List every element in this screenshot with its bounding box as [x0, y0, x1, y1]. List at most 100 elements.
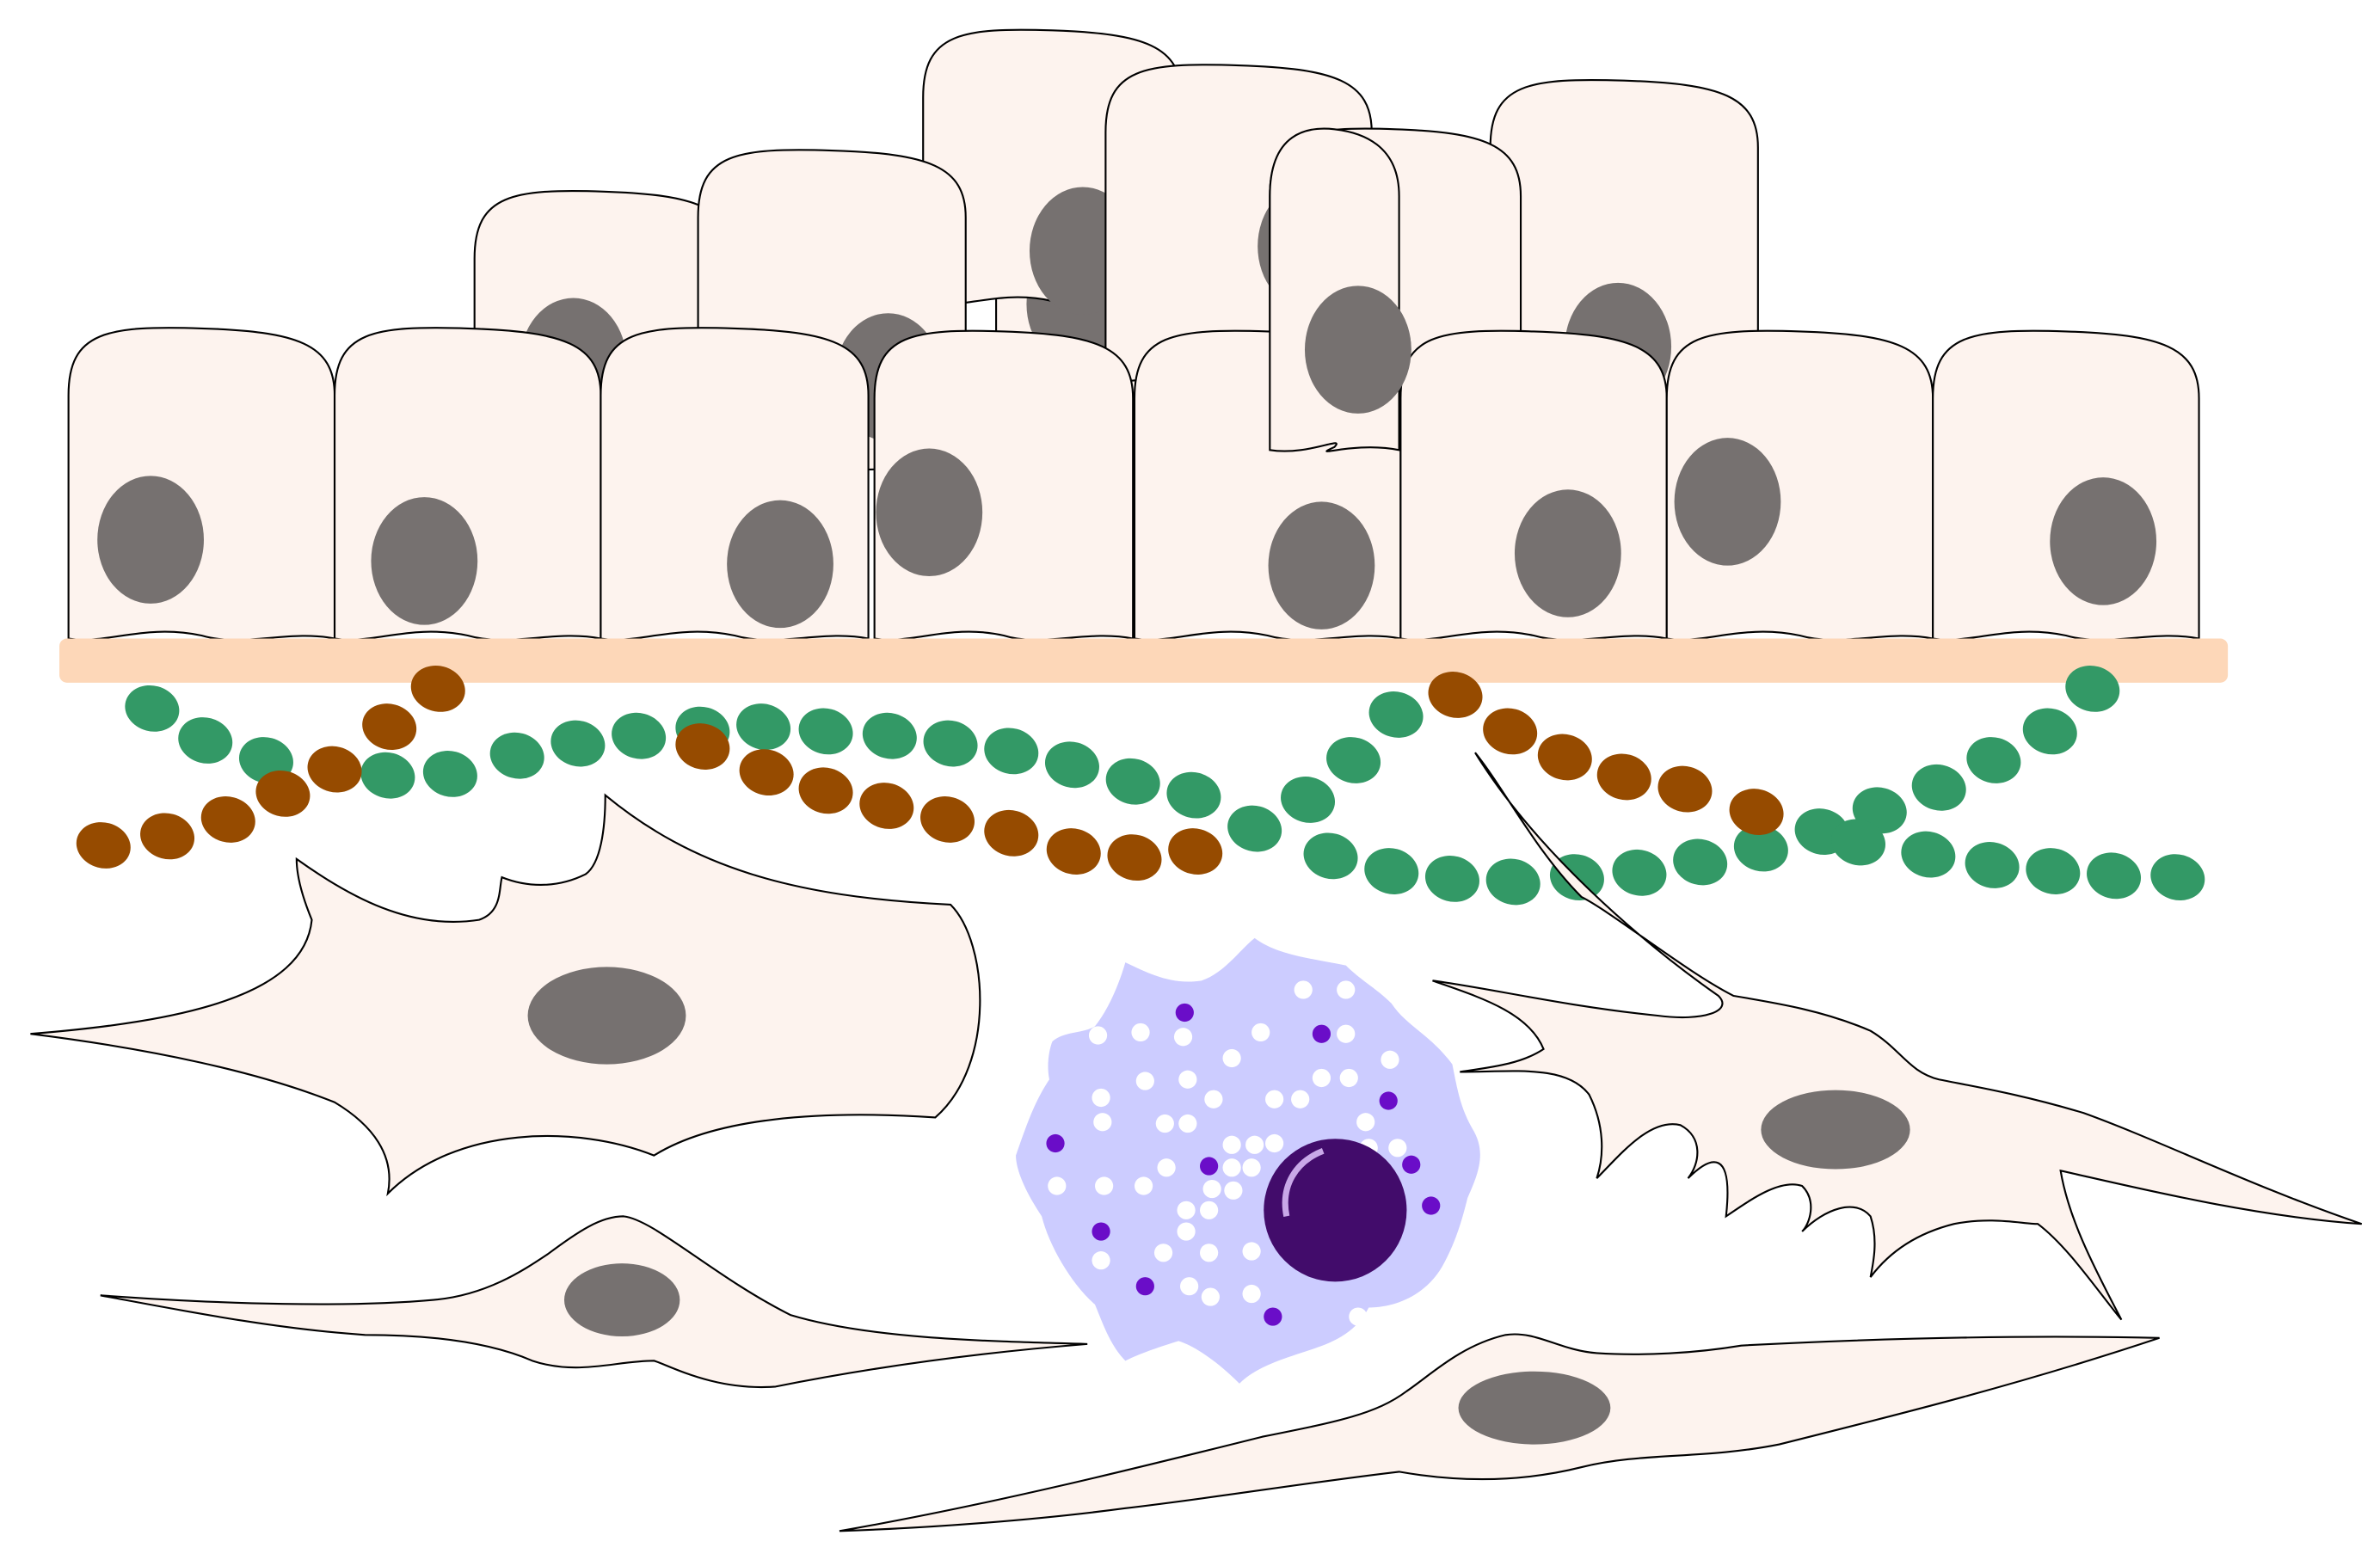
granule-white	[1088, 1026, 1108, 1045]
granule-white	[1201, 1287, 1220, 1306]
fiber-bead	[1166, 771, 1221, 819]
fiber-bead	[1424, 855, 1479, 902]
granule-purple	[1199, 1157, 1219, 1176]
fibroblast-nucleus	[527, 967, 686, 1065]
fiber-bead	[1326, 737, 1381, 783]
epithelial-nucleus	[1304, 286, 1411, 414]
granule-white	[1157, 1158, 1176, 1177]
fiber-bead	[140, 813, 195, 860]
granule-white	[1224, 1181, 1243, 1200]
granule-purple	[1264, 1307, 1282, 1326]
fiber-brown-right	[1428, 672, 1784, 835]
fiber-bead	[798, 708, 853, 755]
fiber-bead	[1483, 708, 1538, 755]
granule-white	[1048, 1176, 1067, 1195]
fibroblast-nucleus	[1761, 1090, 1910, 1170]
granule-purple	[1379, 1091, 1398, 1110]
fiber-bead	[920, 796, 975, 843]
fiber-bead	[1657, 765, 1713, 813]
fiber-green-tail	[1831, 819, 2205, 901]
fiber-bead	[1966, 737, 2021, 783]
granule-purple	[1402, 1155, 1421, 1174]
fiber-bead	[1733, 825, 1788, 872]
fiber-bead	[1044, 741, 1099, 789]
granule-purple	[1046, 1133, 1065, 1153]
granule-white	[1222, 1135, 1241, 1154]
granule-white	[1204, 1090, 1223, 1108]
fibroblast-stellate	[1432, 752, 2363, 1321]
granule-white	[1222, 1048, 1241, 1068]
granule-white	[1180, 1277, 1199, 1296]
fiber-bead	[1107, 834, 1162, 881]
fiber-bead	[984, 809, 1039, 857]
granule-white	[1092, 1088, 1110, 1108]
granule-white	[1291, 1090, 1310, 1108]
granule-white	[1135, 1072, 1154, 1090]
fiber-bead	[2026, 848, 2081, 894]
fiber-bead	[1105, 758, 1160, 805]
granule-white	[1242, 1158, 1261, 1177]
fiber-bead	[550, 720, 606, 767]
granule-white	[1134, 1176, 1153, 1195]
fiber-bead	[739, 749, 794, 796]
fiber-bead	[2022, 708, 2077, 755]
granule-white	[1349, 1307, 1368, 1326]
granule-white	[1177, 1222, 1196, 1241]
fiber-bead	[984, 728, 1039, 775]
fiber-bead	[410, 665, 465, 712]
fiber-bead	[1831, 819, 1886, 866]
granule-white	[1265, 1133, 1284, 1153]
granule-white	[1202, 1179, 1221, 1199]
granule-white	[1245, 1135, 1264, 1154]
fiber-bead	[489, 732, 544, 779]
fiber-bead	[255, 770, 311, 817]
fiber-bead	[1368, 691, 1424, 738]
fiber-bead	[1428, 672, 1483, 718]
granule-white	[1381, 1050, 1399, 1069]
fibroblast-nucleus	[563, 1263, 680, 1337]
fiber-bead	[1364, 848, 1419, 894]
epithelial-cell-body	[1932, 329, 2200, 642]
fiber-bead	[1227, 805, 1282, 852]
granule-purple	[1175, 1003, 1194, 1023]
granule-purple	[1135, 1277, 1154, 1296]
fiber-bead	[307, 746, 362, 793]
fiber-bead	[1485, 858, 1541, 906]
fiber-bead	[1596, 753, 1651, 801]
epithelial-nucleus	[1674, 438, 1781, 566]
fiber-bead	[2150, 854, 2205, 901]
granule-white	[1242, 1242, 1261, 1261]
epithelial-cell	[1399, 329, 1668, 642]
fiber-bead	[675, 723, 730, 770]
granule-white	[1251, 1023, 1270, 1042]
basement-membrane	[59, 638, 2229, 683]
fiber-bead	[1168, 828, 1223, 875]
fiber-bead	[1911, 764, 1966, 811]
epithelial-nucleus	[371, 497, 478, 625]
epithelial-cell	[600, 327, 870, 642]
epithelial-nucleus	[876, 448, 983, 577]
granule-white	[1092, 1251, 1110, 1270]
granule-white	[1178, 1114, 1197, 1133]
fiber-bead	[1965, 842, 2020, 888]
granule-white	[1095, 1176, 1114, 1195]
fiber-bead	[862, 712, 917, 759]
fiber-bead	[2065, 665, 2120, 712]
fiber-bead	[1901, 831, 1956, 878]
connective-tissue-fibers	[76, 665, 2205, 906]
fiber-bead	[923, 720, 978, 767]
epithelial-cell	[67, 327, 336, 642]
granule-white	[1178, 1070, 1197, 1089]
fiber-bead	[2087, 852, 2142, 900]
granule-white	[1173, 1028, 1193, 1047]
fiber-bead	[360, 752, 415, 799]
fibroblasts	[30, 752, 2363, 1532]
granule-white	[1265, 1090, 1284, 1108]
fibroblast-large	[30, 793, 981, 1197]
granule-white	[1222, 1158, 1241, 1177]
fiber-bead	[1046, 828, 1101, 875]
fiber-bead	[1673, 838, 1728, 886]
fiber-bead	[798, 767, 853, 814]
fiber-bead	[178, 717, 233, 764]
